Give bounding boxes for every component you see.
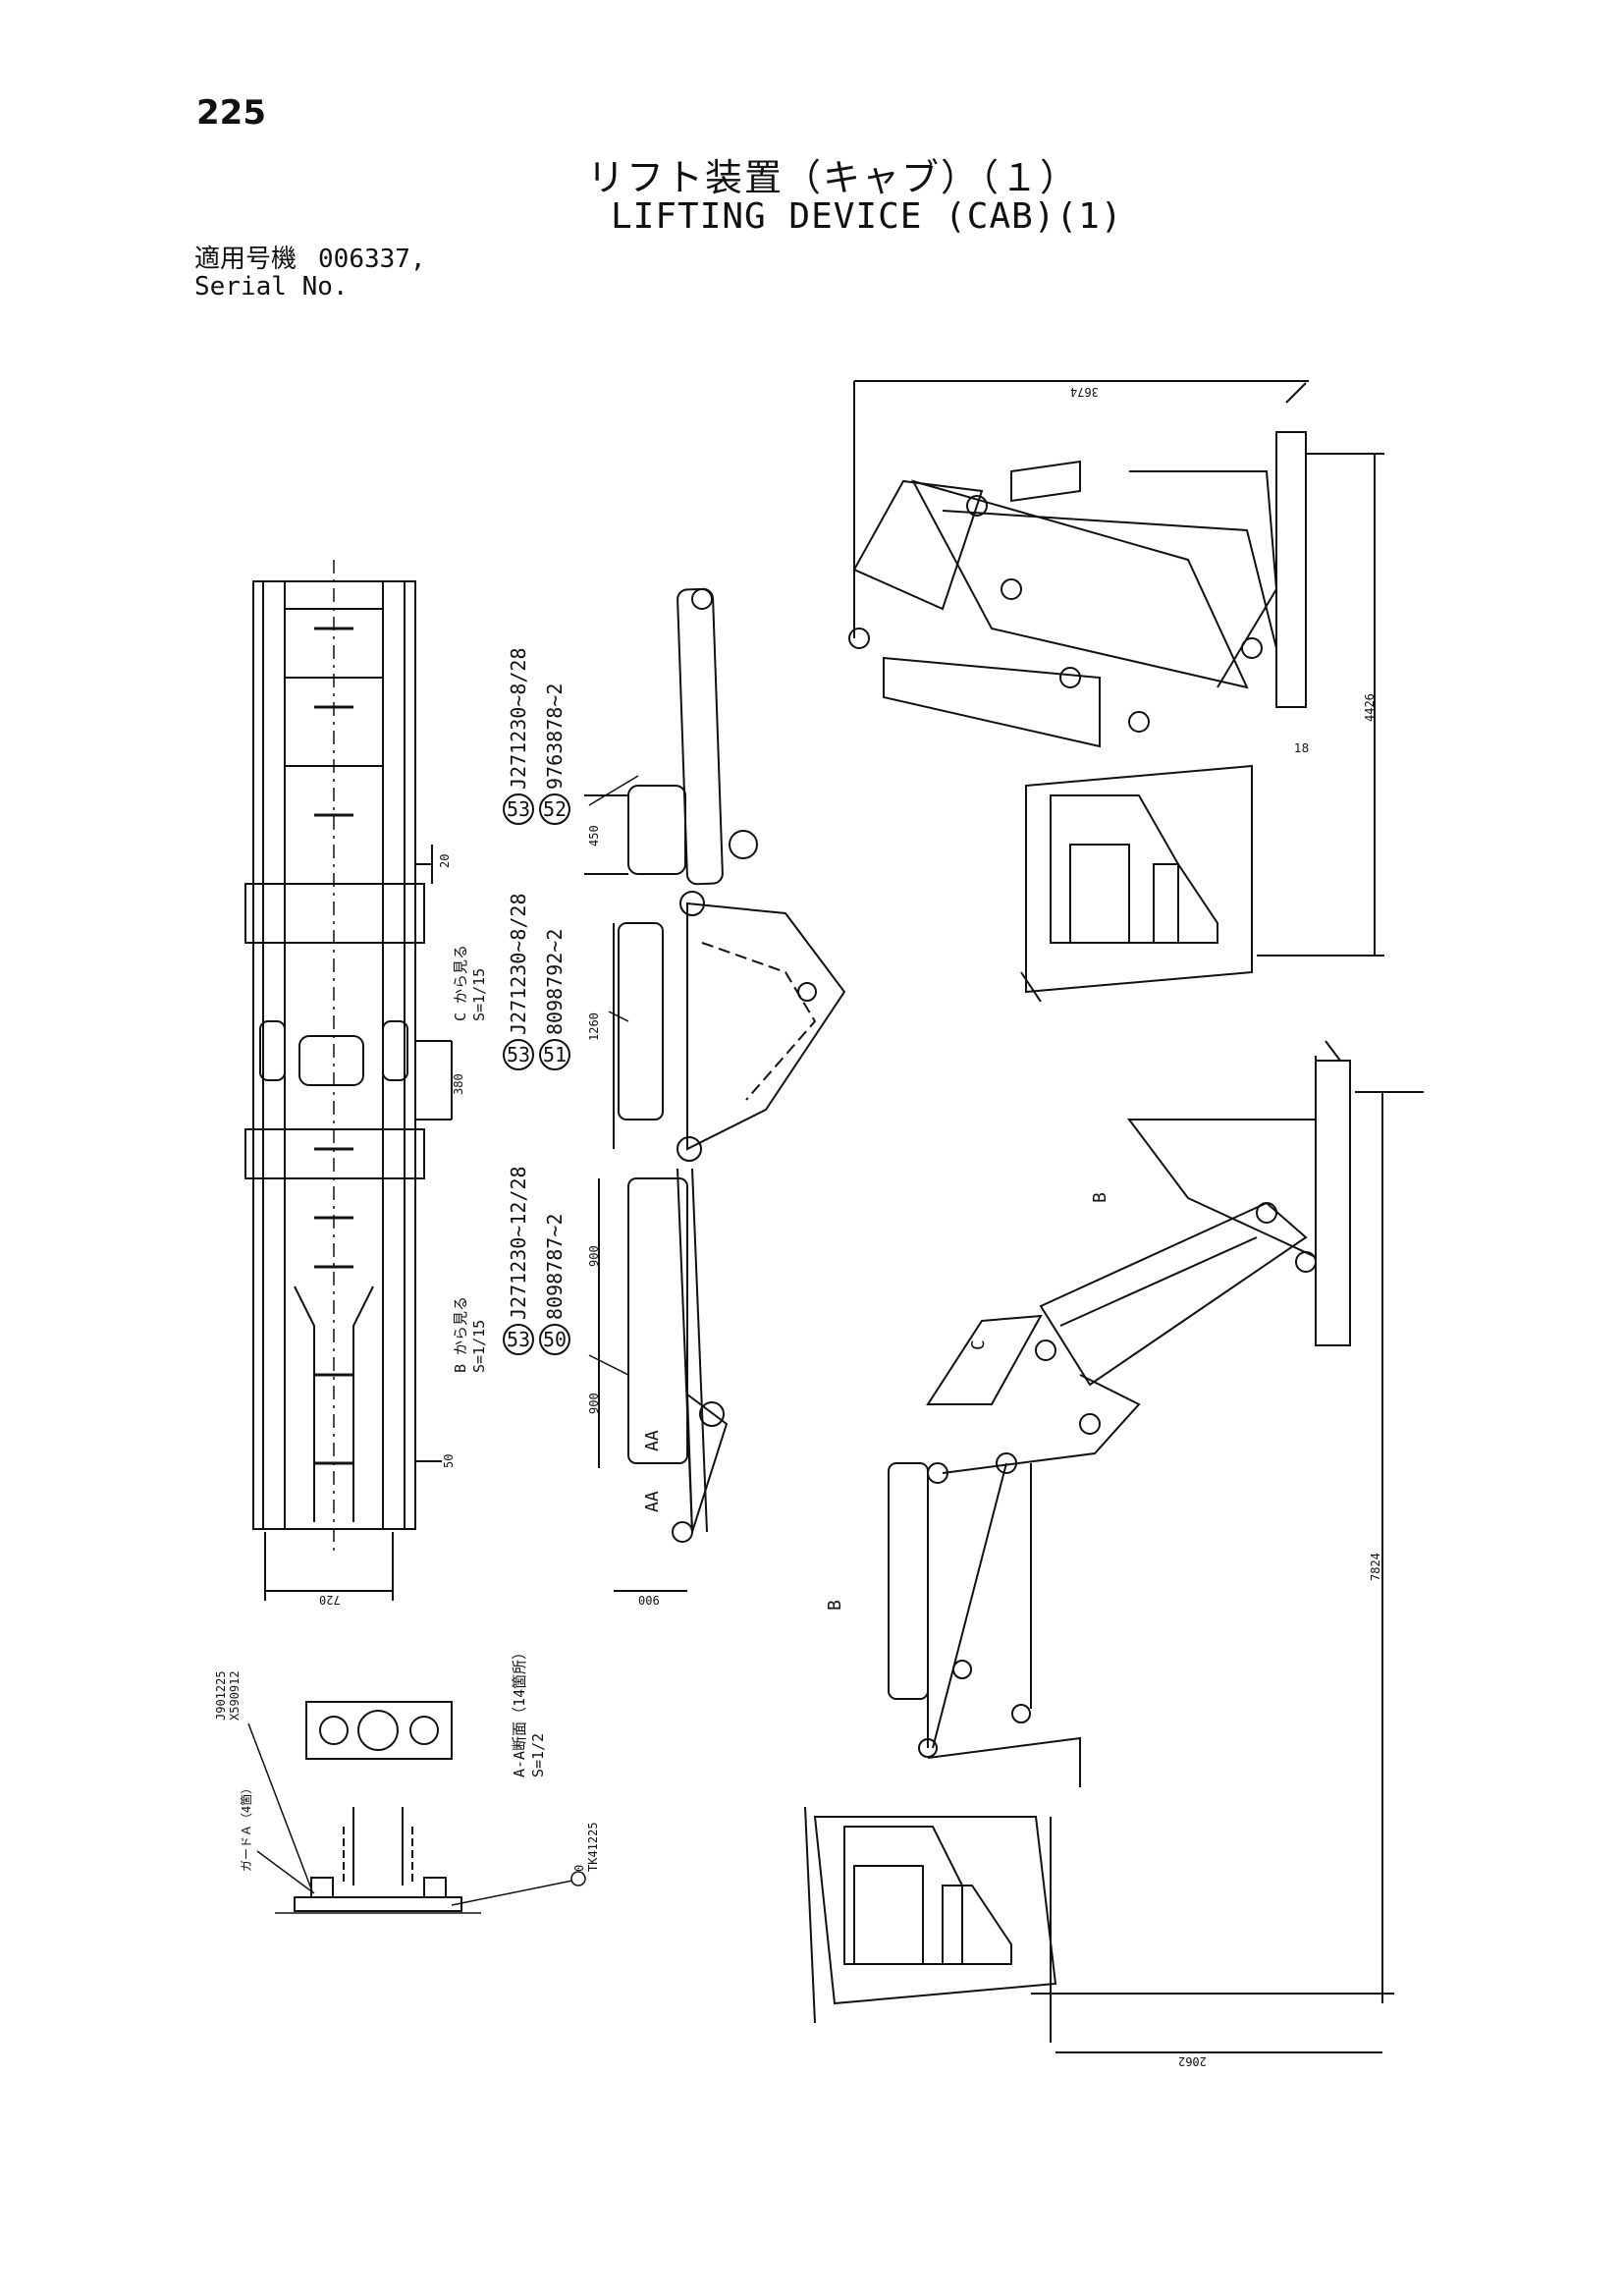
dim-450: 450	[587, 825, 601, 847]
part-callout-1: 53J271230~8/28	[503, 647, 534, 825]
section-b-view: B から見る	[452, 1295, 469, 1373]
cab-lift-folded-view	[848, 380, 1384, 1003]
section-aa-detail	[247, 1701, 586, 1914]
serial-label-jp: 適用号機	[194, 245, 298, 274]
part-code-2: 9763878~2	[543, 683, 567, 790]
marker-aa-1: AA	[642, 1430, 663, 1451]
detail-weld-note: ガードＡ（4箇）	[240, 1781, 253, 1872]
part-ref-2: 52	[539, 793, 570, 825]
dim-3674: 3674	[1070, 385, 1099, 399]
cab-lift-extended-view	[804, 1040, 1424, 2053]
part-ref-3: 53	[503, 1039, 534, 1070]
title-japanese: リフト装置（キャブ）（１）	[587, 156, 1080, 199]
title-english: LIFTING DEVICE (CAB)(1)	[611, 196, 1123, 237]
dim-1260: 1260	[587, 1012, 601, 1041]
section-c-label: C から見る S=1/15	[450, 945, 488, 1021]
dim-900-c: 900	[638, 1593, 660, 1607]
dim-7824: 7824	[1369, 1553, 1382, 1581]
part-code-1: J271230~8/28	[507, 647, 530, 791]
marker-aa-2: AA	[642, 1491, 663, 1512]
section-b-label: B から見る S=1/15	[450, 1296, 488, 1373]
section-b-scale: S=1/15	[470, 1319, 488, 1373]
serial-label-en: Serial No.	[194, 272, 349, 301]
part-code-4: 8098792~2	[543, 928, 567, 1035]
marker-c: C	[968, 1339, 989, 1350]
part-ref-1: 53	[503, 793, 534, 825]
part-callout-3: 53 J271230~8/28	[503, 893, 534, 1070]
page-number: 225	[196, 93, 266, 133]
dim-20: 20	[438, 853, 452, 868]
dim-50: 50	[442, 1453, 456, 1468]
marker-b: B	[1090, 1192, 1110, 1203]
serial-value: 006337,	[318, 245, 426, 274]
dim-720: 720	[319, 1593, 341, 1607]
dim-2062: 2062	[1178, 2054, 1207, 2068]
detail-circle-ref: 0	[572, 1864, 586, 1872]
part-callout-4: 51 8098792~2	[539, 929, 570, 1070]
part-ref-4: 51	[539, 1039, 570, 1070]
arm-side-view	[584, 587, 846, 1592]
dim-18: 18	[1294, 741, 1310, 755]
part-ref-5: 53	[503, 1324, 534, 1355]
dim-4426: 4426	[1363, 693, 1377, 722]
section-a-view: A-A断面（14箇所）	[511, 1644, 528, 1777]
part-code-6: 8098787~2	[543, 1213, 567, 1320]
section-a-label: A-A断面（14箇所） S=1/2	[509, 1645, 547, 1777]
detail-tk-label: TK41225	[586, 1822, 600, 1872]
marker-bottom-b: B	[825, 1600, 845, 1611]
dim-900-b: 900	[587, 1393, 601, 1414]
section-c-scale: S=1/15	[470, 967, 488, 1021]
dim-380: 380	[452, 1073, 465, 1095]
section-a-scale: S=1/2	[529, 1732, 547, 1777]
frame-top-view	[244, 560, 453, 1601]
detail-washer-label: X590912	[228, 1670, 242, 1721]
part-callout-6: 50 8098787~2	[539, 1214, 570, 1355]
part-callout-5: 53 J271230~12/28	[503, 1166, 534, 1355]
detail-bolt-label: J901225	[214, 1670, 228, 1721]
part-code-3: J271230~8/28	[507, 893, 530, 1036]
part-callout-2: 52 9763878~2	[539, 683, 570, 825]
serial-block: 適用号機 006337, Serial No.	[194, 246, 426, 301]
dim-900-a: 900	[587, 1245, 601, 1267]
part-code-5: J271230~12/28	[507, 1166, 530, 1320]
section-c-view: C から見る	[452, 944, 469, 1021]
part-ref-6: 50	[539, 1324, 570, 1355]
